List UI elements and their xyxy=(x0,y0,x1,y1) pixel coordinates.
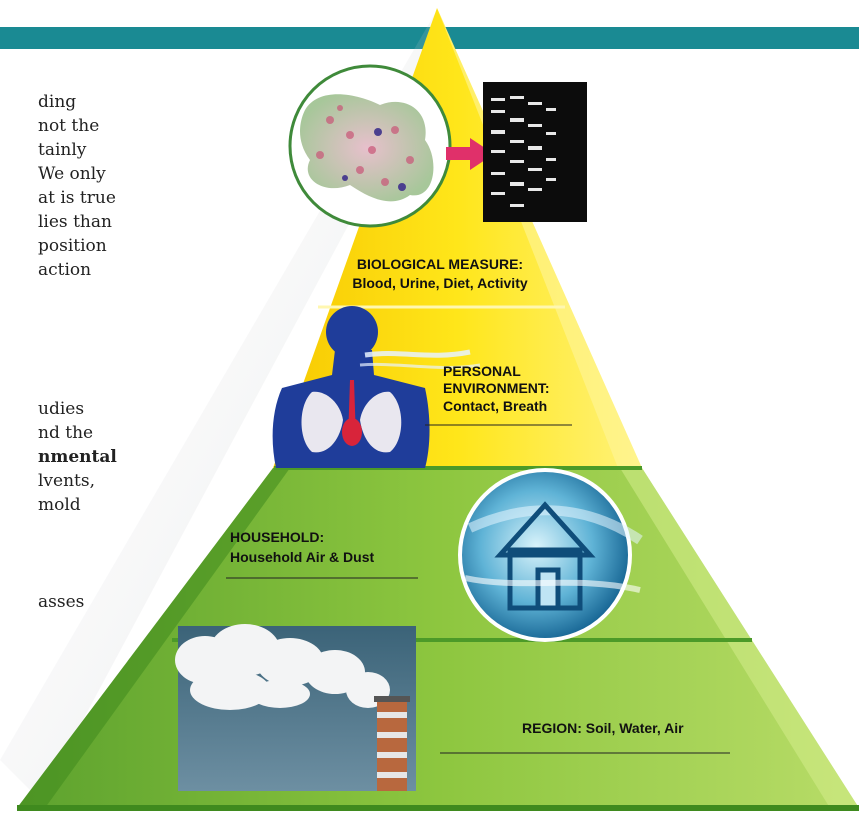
text-line: action xyxy=(38,260,92,280)
breath-wisp xyxy=(359,362,481,370)
text-line-bold: nmental xyxy=(38,447,117,467)
arrow-shaft xyxy=(446,147,472,160)
text-line: nd the xyxy=(38,423,94,443)
human-body-image xyxy=(272,306,430,468)
body-text-2: udies nd the nmental lvents, mold xyxy=(38,397,198,517)
level-3-title: HOUSEHOLD: xyxy=(230,529,324,545)
text-line: not the xyxy=(38,116,100,136)
level-3-subtitle: Household Air & Dust xyxy=(230,549,374,565)
level-1-subtitle: Blood, Urine, Diet, Activity xyxy=(352,275,527,291)
smoke-cloud xyxy=(175,624,390,710)
text-line: udies xyxy=(38,399,85,419)
text-line: lies than xyxy=(38,212,112,232)
text-line: position xyxy=(38,236,107,256)
arrow-icon xyxy=(470,138,494,170)
body-text-3: asses xyxy=(38,590,198,614)
text-line: asses xyxy=(38,592,85,612)
level-4-title: REGION: Soil, Water, Air xyxy=(522,720,684,736)
text-line: lvents, xyxy=(38,471,96,491)
level-1-title: BIOLOGICAL MEASURE: xyxy=(357,256,523,272)
text-line: mold xyxy=(38,495,81,515)
smokestack xyxy=(374,696,410,791)
body-text: ding not the tainly We only at is true l… xyxy=(38,90,198,282)
text-line: ding xyxy=(38,92,77,112)
text-line: tainly xyxy=(38,140,87,160)
text-line: We only xyxy=(38,164,106,184)
house-icon xyxy=(494,501,596,611)
protein-molecule-shape xyxy=(300,94,434,202)
pyramid-edge xyxy=(17,468,290,808)
gel-bands xyxy=(491,96,556,207)
breath-wisp xyxy=(364,349,471,358)
level-2-subtitle: Contact, Breath xyxy=(443,398,547,414)
swirl xyxy=(464,575,641,593)
level-2-title: PERSONAL xyxy=(443,363,521,379)
protein-atoms-dark xyxy=(342,128,406,191)
text-line: at is true xyxy=(38,188,116,208)
level-2-title-2: ENVIRONMENT: xyxy=(443,380,550,396)
protein-atoms xyxy=(316,105,414,186)
